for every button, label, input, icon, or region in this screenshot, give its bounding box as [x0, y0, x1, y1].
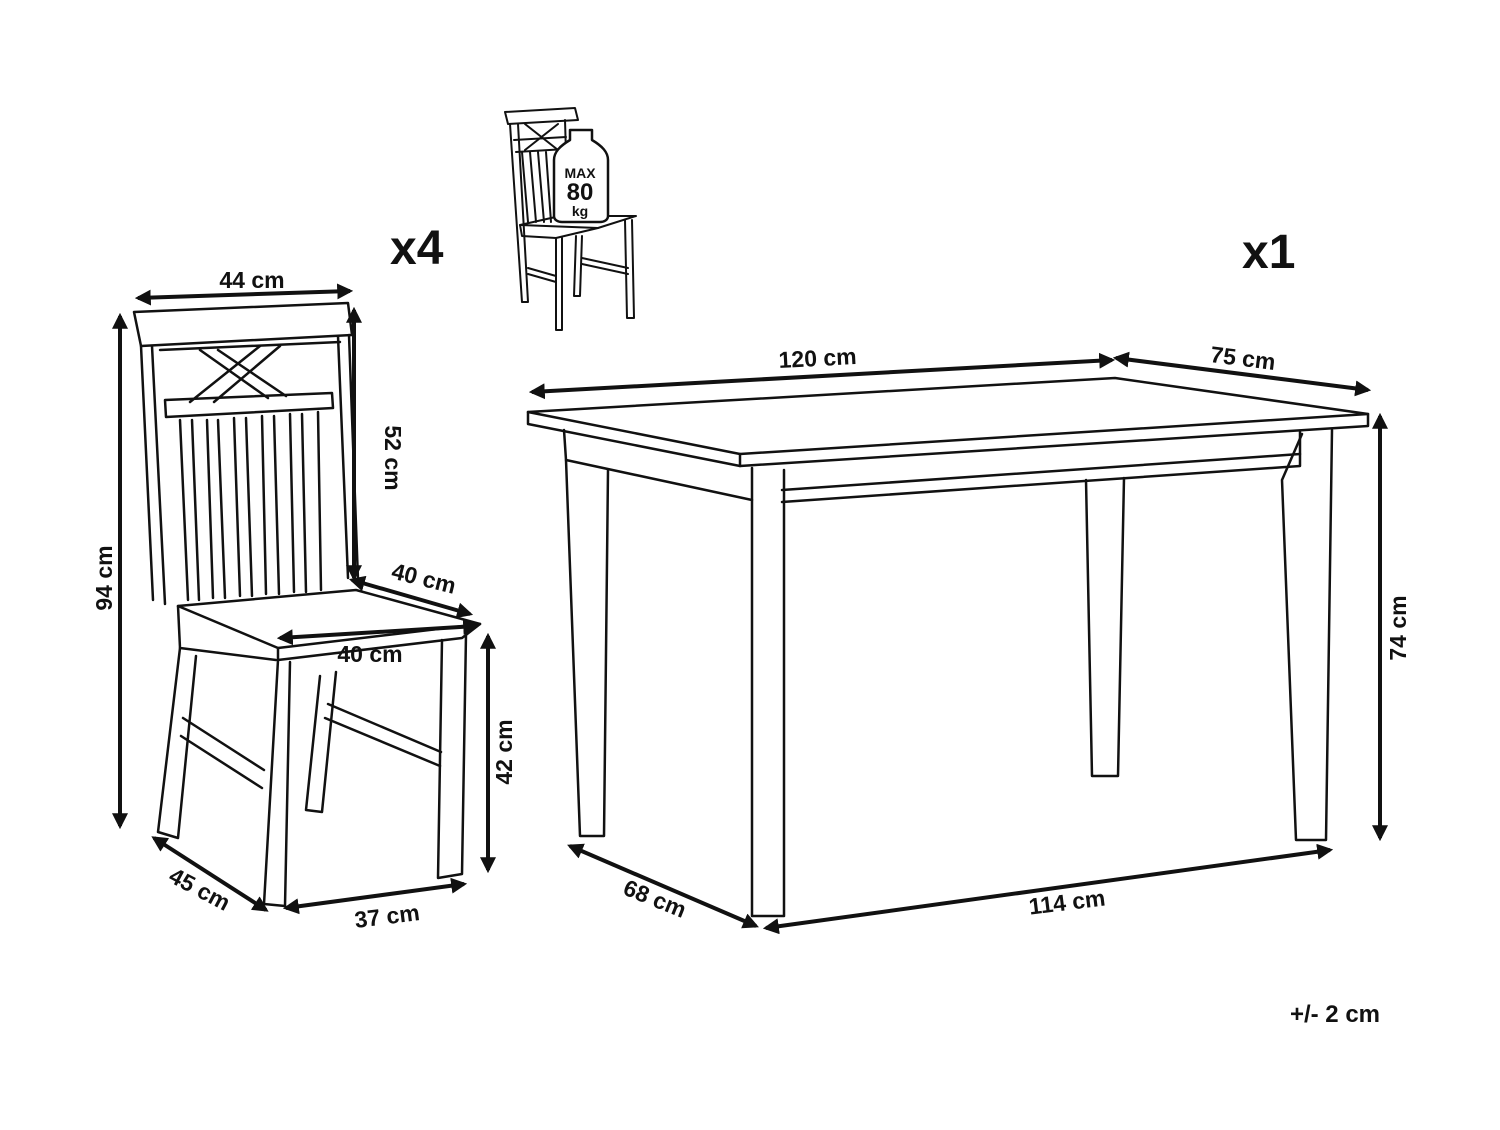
max-load-weight-icon: MAX 80 kg: [552, 128, 610, 224]
chair-width-top-label: 44 cm: [219, 267, 284, 293]
max-load-line3: kg: [572, 203, 588, 219]
chair-base-depth-arrow: [151, 836, 269, 912]
table-height-label: 74 cm: [1385, 595, 1411, 660]
table-length-arrow: [528, 352, 1116, 400]
table-leg-span-depth-arrow: [567, 843, 759, 929]
max-load-line2: 80: [567, 179, 594, 206]
chair-base-depth-label: 45 cm: [165, 862, 235, 916]
chair-seat-depth-arrow: [348, 575, 474, 619]
table-length-label: 120 cm: [778, 343, 857, 373]
chair-drawing: [132, 301, 482, 908]
max-load-line1: MAX: [564, 165, 596, 181]
chair-seat-width-arrow: [276, 618, 480, 646]
chair-base-width-arrow: [282, 877, 468, 915]
table-drawing: [526, 376, 1370, 918]
chair-width-top-arrow: [134, 283, 354, 306]
table-quantity: x1: [1242, 226, 1295, 279]
max-load-chair-icon: [504, 107, 637, 331]
chair-seat-height-label: 42 cm: [491, 719, 517, 784]
chair-seat-width-label: 40 cm: [337, 641, 402, 667]
chair-quantity: x4: [390, 222, 444, 275]
chair-backrest-height-label: 52 cm: [380, 425, 406, 490]
chair-height-total-label: 94 cm: [91, 545, 117, 610]
chair-base-width-label: 37 cm: [353, 899, 421, 933]
table-width-arrow: [1112, 351, 1372, 397]
table-leg-span-length-arrow: [762, 843, 1334, 935]
tolerance-note: +/- 2 cm: [1290, 1001, 1380, 1028]
